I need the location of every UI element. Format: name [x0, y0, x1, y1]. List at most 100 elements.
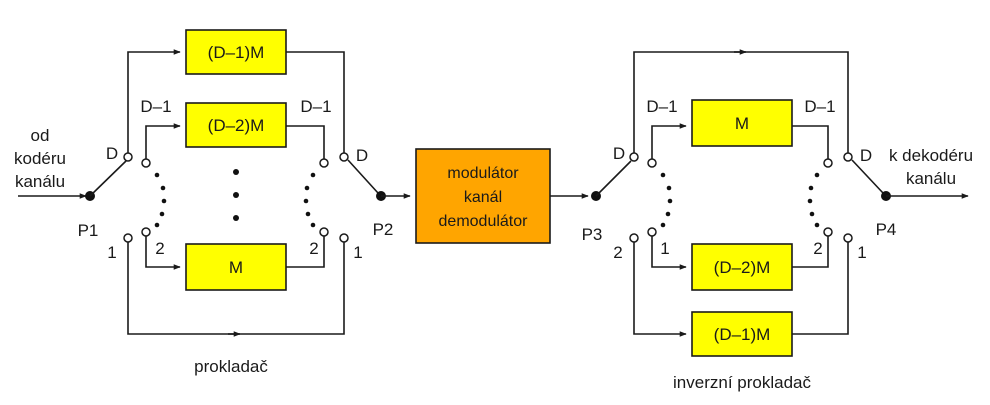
- p1-contact-d1: [141, 158, 151, 168]
- p2-ellipsis-dot: [305, 211, 311, 217]
- interleaver: (D–1)M (D–2)M M od kodéru kanálu D D–1 2…: [14, 29, 411, 376]
- p1-ellipsis-dot: [161, 198, 167, 204]
- p4-ellipsis-dot: [807, 198, 813, 204]
- block-m-label: M: [735, 114, 749, 133]
- input-label-line2: kodéru: [14, 149, 66, 168]
- p1-contact-d: [123, 152, 133, 162]
- branch-d1-in: [651, 123, 687, 159]
- p3-contact-d: [629, 152, 639, 162]
- p4-ellipsis-dot: [809, 211, 815, 217]
- p3-contact-1: [647, 227, 657, 237]
- channel-line1: modulátor: [447, 165, 519, 182]
- block-d1m-rect: [185, 29, 287, 75]
- block-d1m-label: (D–1)M: [208, 43, 265, 62]
- p4-contact-1: [843, 233, 853, 243]
- branch-d1-in: [145, 123, 181, 159]
- p4-ellipsis-dot: [808, 185, 814, 191]
- switch-p3-name: P3: [582, 225, 603, 244]
- p1-label-1: 1: [107, 243, 116, 262]
- p4-label-2: 2: [813, 239, 822, 258]
- p2-contact-2: [319, 227, 329, 237]
- p2-label-d1: D–1: [300, 97, 331, 116]
- switch-p1-name: P1: [78, 221, 99, 240]
- block-d2m-rect: [185, 102, 287, 148]
- branch-d-in: [127, 49, 181, 153]
- p3-label-d1: D–1: [646, 97, 677, 116]
- p1-label-d1: D–1: [140, 97, 171, 116]
- branch-2-in: [633, 242, 687, 337]
- block-d2m-label: (D–2)M: [208, 116, 265, 135]
- interleaver-caption: prokladač: [194, 357, 268, 376]
- p4-ellipsis-dot: [814, 172, 820, 178]
- switch-p4-lever: [851, 159, 884, 194]
- p2-ellipsis-dot: [310, 222, 316, 228]
- p3-ellipsis-dot: [660, 172, 666, 178]
- p4-contact-d: [843, 152, 853, 162]
- deinterleaver: M (D–2)M (D–1)M D D–1 1 2 P3 D–1 D 2 1 P…: [582, 49, 973, 392]
- branch-d-out: [286, 51, 345, 153]
- p4-label-d: D: [860, 146, 872, 165]
- p1-contact-1: [123, 233, 133, 243]
- deinterleaver-caption: inverzní prokladač: [673, 373, 811, 392]
- branch-2-out: [792, 242, 849, 335]
- p3-ellipsis-dot: [665, 211, 671, 217]
- switch-p3-lever: [595, 160, 632, 197]
- branch-d1-out: [286, 125, 325, 159]
- p3-label-1: 1: [660, 239, 669, 258]
- p2-contact-d1: [319, 158, 329, 168]
- p2-ellipsis-dot: [303, 198, 309, 204]
- p2-label-d: D: [356, 146, 368, 165]
- p2-ellipsis-dot: [310, 172, 316, 178]
- switch-p4-name: P4: [876, 220, 897, 239]
- block-d2m-rect: [691, 243, 793, 291]
- branch-2-in: [145, 236, 181, 270]
- output-label-line1: k dekodéru: [889, 146, 973, 165]
- p3-ellipsis-dot: [666, 185, 672, 191]
- block-m-label: M: [229, 258, 243, 277]
- p3-ellipsis-dot: [660, 222, 666, 228]
- branch-ellipsis-dot: [233, 215, 239, 221]
- p3-contact-2: [629, 233, 639, 243]
- p3-ellipsis-dot: [667, 198, 673, 204]
- p3-label-2: 2: [613, 243, 622, 262]
- p4-contact-2: [823, 227, 833, 237]
- output-label-line2: kanálu: [906, 169, 956, 188]
- input-label-line3: kanálu: [15, 172, 65, 191]
- input-label-line1: od: [31, 126, 50, 145]
- p2-ellipsis-dot: [304, 185, 310, 191]
- block-m-rect: [185, 243, 287, 291]
- channel-line3: demodulátor: [439, 213, 529, 230]
- p1-contact-2: [141, 227, 151, 237]
- branch-2-out: [286, 236, 325, 268]
- p4-label-d1: D–1: [804, 97, 835, 116]
- switch-p2-name: P2: [373, 220, 394, 239]
- branch-1-out: [792, 236, 829, 268]
- channel: modulátor kanál demodulátor: [415, 148, 589, 244]
- block-d2m-label: (D–2)M: [714, 258, 771, 277]
- channel-line2: kanál: [464, 189, 502, 206]
- p1-ellipsis-dot: [154, 172, 160, 178]
- p1-label-2: 2: [155, 239, 164, 258]
- p2-contact-1: [339, 233, 349, 243]
- p3-label-d: D: [613, 144, 625, 163]
- p4-ellipsis-dot: [814, 222, 820, 228]
- p1-ellipsis-dot: [159, 211, 165, 217]
- block-m-rect: [691, 99, 793, 147]
- branch-d1-out: [792, 125, 829, 159]
- p1-label-d: D: [106, 144, 118, 163]
- branch-1-in: [651, 236, 687, 270]
- p3-contact-d1: [647, 158, 657, 168]
- p1-ellipsis-dot: [154, 222, 160, 228]
- p2-contact-d: [339, 152, 349, 162]
- switch-p2-lever: [347, 159, 379, 194]
- p4-label-1: 1: [857, 243, 866, 262]
- block-d1m-rect: [691, 311, 793, 357]
- branch-ellipsis-dot: [233, 169, 239, 175]
- block-d1m-label: (D–1)M: [714, 325, 771, 344]
- branch-ellipsis-dot: [233, 192, 239, 198]
- p2-label-2: 2: [309, 239, 318, 258]
- p1-ellipsis-dot: [160, 185, 166, 191]
- p4-contact-d1: [823, 158, 833, 168]
- p2-label-1: 1: [353, 243, 362, 262]
